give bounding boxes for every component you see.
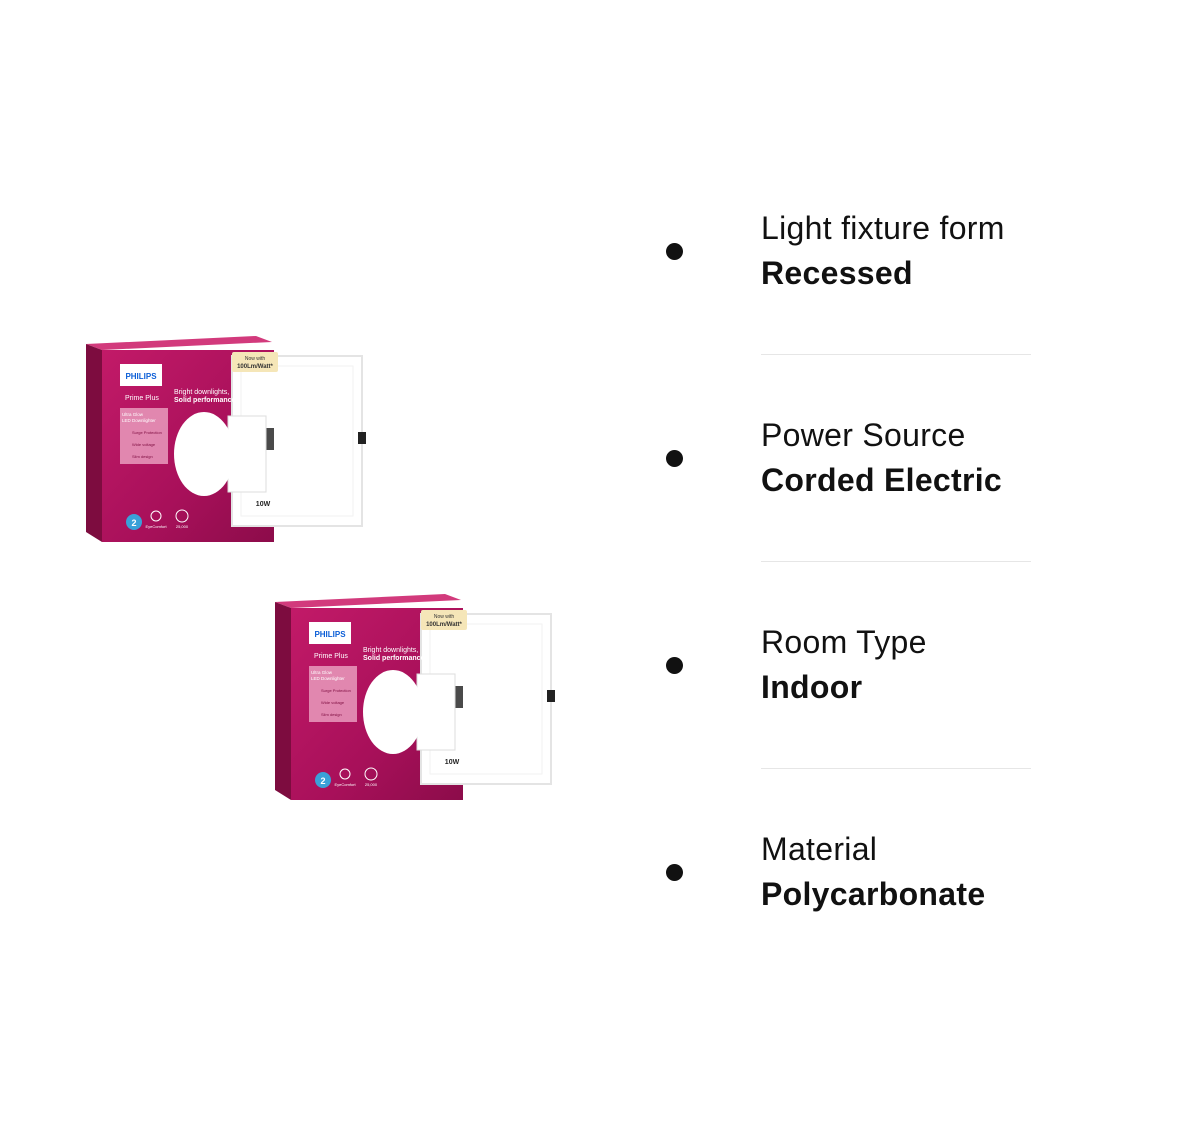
box-side xyxy=(86,344,102,542)
feature-3: Slim design xyxy=(132,454,153,459)
feature-1: Surge Protection xyxy=(321,688,351,693)
warranty-icon xyxy=(315,772,331,788)
subtitle-2: LED Downlighter xyxy=(122,418,156,423)
box-top xyxy=(86,336,272,350)
bullet-icon xyxy=(666,450,683,467)
hours-text: 25,000 xyxy=(365,782,378,787)
eyecomfort-text: EyeComfort xyxy=(334,782,356,787)
bullet-icon xyxy=(666,243,683,260)
spec-label: Room Type xyxy=(761,624,927,660)
eye-icon xyxy=(339,768,351,780)
wattage-text: 10W xyxy=(256,501,271,508)
brand-text: PHILIPS xyxy=(125,372,157,381)
warranty-icon xyxy=(126,514,142,530)
lumen-badge xyxy=(421,610,467,630)
subtitle-1: Ultra Glow xyxy=(122,412,144,417)
spec-value: Indoor xyxy=(761,669,863,705)
product-image-2: PHILIPS Prime Plus Bright downlights, So… xyxy=(271,588,571,803)
spec-item-power-source: Power Source Corded Electric xyxy=(655,397,1035,517)
spec-item-material: Material Polycarbonate xyxy=(655,811,1035,931)
clock-icon xyxy=(175,509,189,523)
badge-line-1: Now with xyxy=(245,356,266,362)
tagline-2: Solid performance xyxy=(363,655,425,662)
badge-line-2: 100Lm/Watt* xyxy=(237,364,273,370)
tagline-2: Solid performance xyxy=(174,397,236,404)
warranty-years: 2 xyxy=(131,518,136,528)
feature-2: Wide voltage xyxy=(132,442,156,447)
feature-1: Surge Protection xyxy=(132,430,162,435)
downlight-box-illustration: PHILIPS Prime Plus Bright downlights, So… xyxy=(86,336,366,542)
spec-value: Polycarbonate xyxy=(761,876,986,912)
tagline-1: Bright downlights, xyxy=(363,647,418,654)
wattage-text: 10W xyxy=(445,759,460,766)
box-top xyxy=(275,594,461,608)
badge-line-2: 100Lm/Watt* xyxy=(426,622,462,628)
bullet-icon xyxy=(666,657,683,674)
product-image-1: PHILIPS Prime Plus Bright downlights, So… xyxy=(82,330,382,545)
eyecomfort-text: EyeComfort xyxy=(145,524,167,529)
divider xyxy=(761,561,1031,562)
warranty-years: 2 xyxy=(320,776,325,786)
round-panel xyxy=(363,670,423,754)
tagline-1: Bright downlights, xyxy=(174,389,229,396)
badge-line-1: Now with xyxy=(434,614,455,620)
feature-3: Slim design xyxy=(321,712,342,717)
spec-item-room-type: Room Type Indoor xyxy=(655,604,1035,724)
downlight-box-illustration: PHILIPS Prime Plus Bright downlights, So… xyxy=(275,594,555,800)
brand-text: PHILIPS xyxy=(314,630,346,639)
philips-logo-box xyxy=(120,364,162,386)
hours-text: 25,000 xyxy=(176,524,189,529)
series-text: Prime Plus xyxy=(314,653,348,660)
clock-icon xyxy=(364,767,378,781)
lumen-badge xyxy=(232,352,278,372)
divider xyxy=(761,768,1031,769)
round-panel xyxy=(174,412,234,496)
spec-label: Material xyxy=(761,831,878,867)
spec-value: Recessed xyxy=(761,255,913,291)
feature-2: Wide voltage xyxy=(321,700,345,705)
subtitle-2: LED Downlighter xyxy=(311,676,345,681)
philips-logo-box xyxy=(309,622,351,644)
spec-label: Power Source xyxy=(761,417,966,453)
spec-label: Light fixture form xyxy=(761,210,1005,246)
bullet-icon xyxy=(666,864,683,881)
spec-value: Corded Electric xyxy=(761,462,1003,498)
divider xyxy=(761,354,1031,355)
spec-item-light-fixture-form: Light fixture form Recessed xyxy=(655,190,1035,310)
eye-icon xyxy=(150,510,162,522)
subtitle-1: Ultra Glow xyxy=(311,670,333,675)
series-text: Prime Plus xyxy=(125,395,159,402)
box-side xyxy=(275,602,291,800)
